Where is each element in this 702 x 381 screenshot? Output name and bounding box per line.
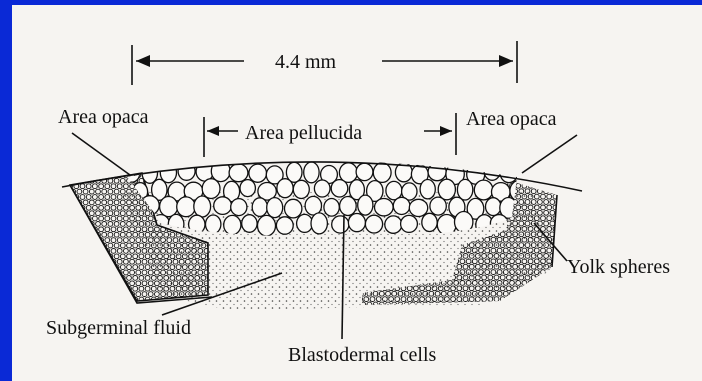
measurement-label: 4.4 mm — [275, 51, 337, 73]
label-area-opaca-right: Area opaca — [466, 108, 557, 130]
label-area-pellucida: Area pellucida — [245, 122, 362, 144]
label-subgerminal-fluid: Subgerminal fluid — [46, 317, 191, 339]
label-yolk-spheres: Yolk spheres — [567, 256, 670, 278]
blastoderm-diagram: 4.4 mm Area opaca Area pellucida Area op… — [12, 5, 702, 381]
diagram-frame: 4.4 mm Area opaca Area pellucida Area op… — [12, 5, 702, 381]
label-blastodermal-cells: Blastodermal cells — [288, 344, 437, 366]
leader-area-opaca-left — [72, 133, 130, 175]
label-area-opaca-left: Area opaca — [58, 106, 149, 128]
leader-area-opaca-right — [522, 135, 577, 173]
